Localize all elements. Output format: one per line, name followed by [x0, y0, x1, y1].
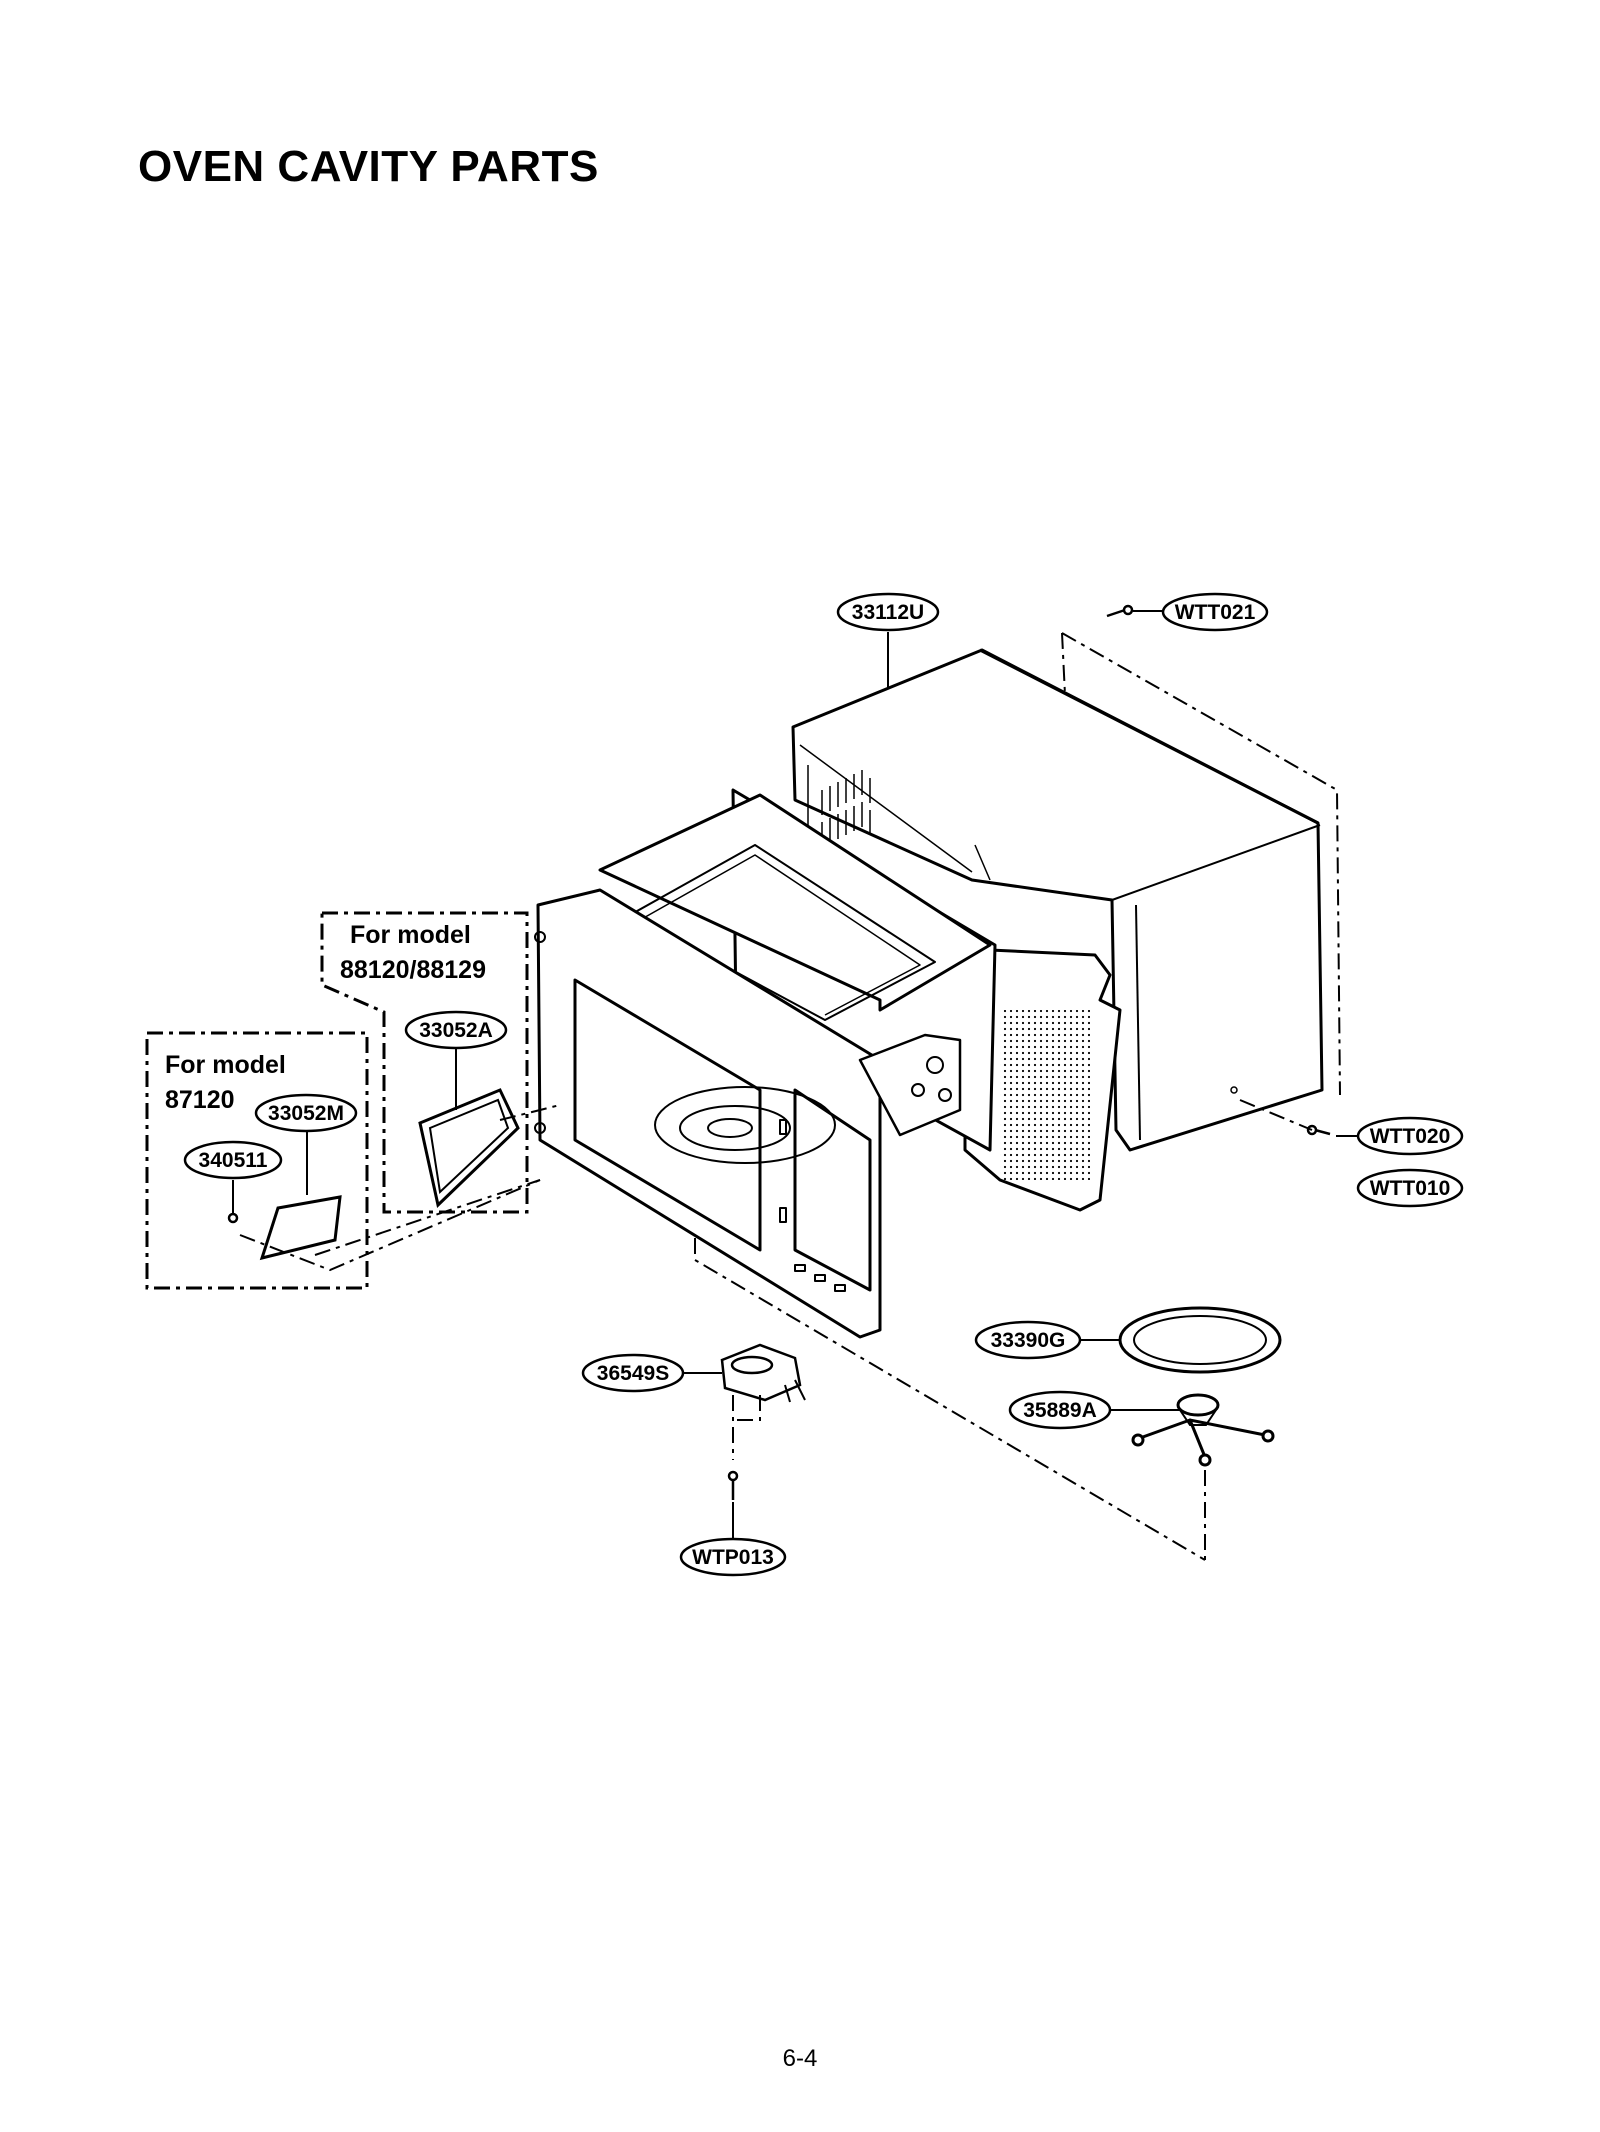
callout-label: 33052M [268, 1102, 344, 1125]
callout-36549S: 36549S [581, 1353, 685, 1393]
oven-cavity [534, 788, 997, 1339]
callout-WTT010: WTT010 [1356, 1168, 1464, 1208]
callout-WTT021: WTT021 [1161, 592, 1269, 632]
roller-support [1131, 1393, 1275, 1467]
callout-33112U: 33112U [836, 592, 940, 632]
callout-340511: 340511 [183, 1140, 283, 1180]
screws [227, 604, 1331, 1500]
callout-label: 36549S [597, 1362, 669, 1385]
callout-label: WTP013 [692, 1546, 774, 1569]
cover-33052A [418, 1088, 520, 1208]
group-box-88120 [320, 911, 529, 1214]
callout-WTP013: WTP013 [679, 1537, 787, 1577]
assembly-guide-lines [239, 632, 1341, 1561]
group-88120-line1: For model [350, 921, 471, 949]
callout-label: 35889A [1023, 1399, 1097, 1422]
turntable-motor [720, 1343, 806, 1403]
leader-lines [232, 610, 1358, 1540]
callout-label: WTT010 [1370, 1177, 1451, 1200]
group-87120-line1: For model [165, 1051, 286, 1079]
page-title: OVEN CAVITY PARTS [138, 142, 599, 191]
callout-label: 33112U [852, 601, 924, 624]
callout-WTT020: WTT020 [1356, 1116, 1464, 1156]
group-88120-line2: 88120/88129 [340, 956, 486, 984]
group-box-87120 [145, 1031, 369, 1290]
callout-33390G: 33390G [974, 1320, 1082, 1360]
callout-33052M: 33052M [254, 1093, 358, 1133]
callout-label: 340511 [199, 1149, 268, 1172]
cover-33052M [259, 1195, 342, 1261]
group-87120-line2: 87120 [165, 1086, 235, 1114]
callout-label: 33052A [419, 1019, 493, 1042]
turntable-tray [1118, 1306, 1282, 1374]
callout-35889A: 35889A [1008, 1390, 1112, 1430]
callout-33052A: 33052A [404, 1010, 508, 1050]
callout-label: WTT021 [1175, 601, 1256, 624]
callout-label: WTT020 [1370, 1125, 1451, 1148]
back-panel [963, 948, 1122, 1212]
page-number: 6-4 [782, 2045, 818, 2072]
callout-label: 33390G [991, 1329, 1066, 1352]
